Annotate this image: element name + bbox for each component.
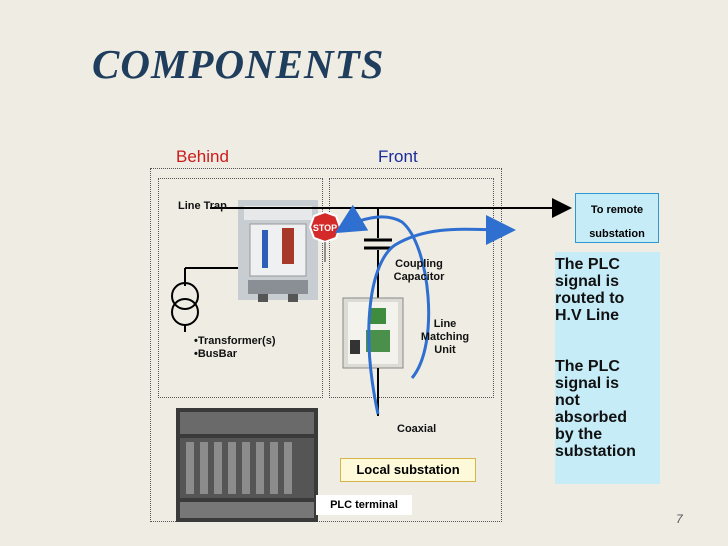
lmu-label-line2: Matching	[420, 331, 470, 343]
behind-label: Behind	[176, 147, 229, 166]
page-number: 7	[676, 512, 683, 526]
coupling-label-line2: Capacitor	[393, 271, 445, 283]
lmu-label-line1: Line	[433, 318, 457, 330]
busbar-label: •BusBar	[194, 348, 237, 360]
front-label: Front	[378, 147, 418, 166]
remote-line2: substation	[589, 228, 645, 240]
transformer-label: •Transformer(s)	[194, 335, 276, 347]
coupling-capacitor-label: Coupling Capacitor	[384, 258, 454, 284]
coaxial-label: Coaxial	[397, 423, 437, 435]
info-paragraph-2: The PLC signal is not absorbed by the su…	[555, 358, 636, 460]
plc-terminal-label: PLC terminal	[316, 495, 412, 515]
signal-path-arrow	[367, 214, 516, 415]
line-trap-label: Line Trap	[178, 200, 227, 212]
line-matching-unit-label: Line Matching Unit	[410, 318, 480, 357]
remote-line1: To remote	[590, 204, 644, 216]
coupling-capacitor-symbol	[364, 208, 392, 298]
line-trap-device	[238, 200, 318, 302]
line-matching-unit-device	[342, 297, 404, 369]
front-section-box	[329, 178, 494, 398]
local-substation-label: Local substation	[340, 458, 476, 482]
plc-terminal-rack	[176, 408, 318, 522]
page-title: COMPONENTS	[92, 41, 385, 87]
substation-boundary	[150, 168, 502, 522]
lmu-label-line3: Unit	[434, 344, 456, 356]
transformer-symbol	[171, 267, 238, 332]
stop-sign-icon: STOP	[308, 210, 342, 244]
coupling-label-line1: Coupling	[395, 258, 443, 270]
to-remote-substation-box: To remote substation	[575, 193, 659, 243]
behind-section-box	[158, 178, 323, 398]
blocked-path-arrow	[334, 204, 431, 379]
info-paragraph-1: The PLC signal is routed to H.V Line	[555, 256, 625, 324]
stop-sign-text: STOP	[313, 223, 337, 233]
info-box: The PLC signal is routed to H.V Line The…	[555, 252, 660, 484]
